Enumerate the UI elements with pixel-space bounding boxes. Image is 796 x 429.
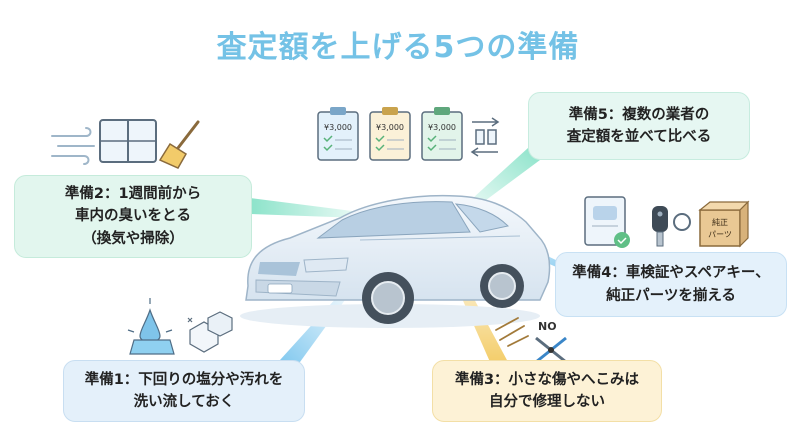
connector-step2	[250, 198, 360, 218]
step4-card: 準備4：車検証やスペアキー、 純正パーツを揃える	[555, 252, 787, 317]
broom-icon	[158, 120, 200, 169]
water-drop-icon	[127, 298, 175, 355]
no-label: NO	[538, 320, 557, 333]
step5-line1: 準備5：複数の業者の	[568, 106, 710, 123]
scratch-icon	[495, 317, 529, 347]
step4-line2: 純正パーツを揃える	[606, 287, 736, 304]
step2-card: 準備2：1週間前から 車内の臭いをとる （換気や掃除）	[14, 175, 252, 258]
vehicle-certificate-icon	[584, 196, 630, 248]
step3-line1: 準備3：小さな傷やへこみは	[454, 371, 640, 388]
salt-crystals-icon	[187, 311, 233, 353]
step5-card: 準備5：複数の業者の 査定額を並べて比べる	[528, 92, 750, 160]
clipboard-price: ¥3,000	[324, 123, 352, 132]
clipboard-price: ¥3,000	[376, 123, 404, 132]
car-key-icon	[652, 206, 691, 247]
parts-box-label-1: 純正	[712, 217, 728, 227]
step4-line1: 準備4：車検証やスペアキー、	[572, 265, 770, 282]
clipboard-icon-1: ¥3,000	[317, 107, 359, 161]
no-tools-icon: NO	[535, 320, 567, 364]
step5-line2: 査定額を並べて比べる	[566, 129, 712, 145]
parts-box-label-2: パーツ	[708, 230, 732, 239]
connector-step5	[462, 148, 540, 212]
compare-arrows-icon	[470, 117, 500, 157]
clipboard-icon-3: ¥3,000	[421, 107, 463, 161]
parts-box-icon: 純正 パーツ	[698, 200, 750, 248]
step3-line2: 自分で修理しない	[489, 394, 605, 410]
page-title: 査定額を上げる5つの準備	[216, 30, 580, 65]
step2-line1: 準備2：1週間前から	[64, 185, 202, 202]
wind-icon	[51, 127, 95, 165]
step1-line2: 洗い流しておく	[133, 394, 235, 410]
clipboard-price: ¥3,000	[428, 123, 456, 132]
step1-card: 準備1：下回りの塩分や汚れを 洗い流しておく	[63, 360, 305, 422]
car-illustration	[240, 194, 551, 328]
step3-card: 準備3：小さな傷やへこみは 自分で修理しない	[432, 360, 662, 422]
clipboard-icon-2: ¥3,000	[369, 107, 411, 161]
step2-line2: 車内の臭いをとる	[75, 208, 191, 225]
step2-line3: （換気や掃除）	[82, 230, 184, 247]
window-icon	[99, 119, 157, 163]
step1-line1: 準備1：下回りの塩分や汚れを	[84, 371, 284, 388]
